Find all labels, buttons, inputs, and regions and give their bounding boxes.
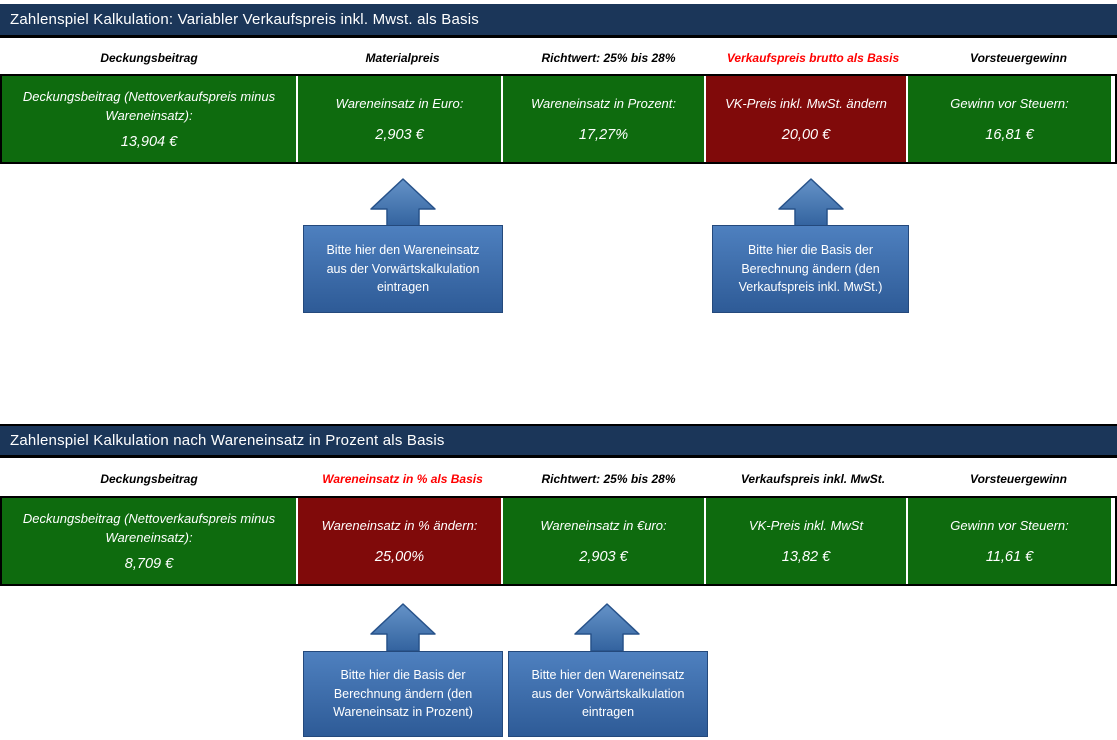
section2-cells-row: Deckungsbeitrag (Nettoverkaufspreis minu… [0, 496, 1117, 586]
cell-value: 20,00 € [781, 127, 831, 144]
callout-text: Bitte hier die Basis der Berechnung ände… [333, 667, 473, 720]
cell-label: Deckungsbeitrag (Nettoverkaufspreis minu… [22, 511, 276, 546]
cell-label: Deckungsbeitrag (Nettoverkaufspreis minu… [22, 89, 276, 124]
input-cell-vk-preis-brutto[interactable]: VK-Preis inkl. MwSt. ändern 20,00 € [706, 76, 906, 162]
callout-box-basis-hint: Bitte hier die Basis der Berechnung ände… [303, 651, 503, 737]
callout-text: Bitte hier den Wareneinsatz aus der Vorw… [326, 242, 480, 295]
up-arrow-icon [574, 603, 640, 651]
column-header-deckungsbeitrag: Deckungsbeitrag [100, 51, 198, 65]
cell-value: 13,904 € [120, 133, 178, 150]
cell-label: Gewinn vor Steuern: [950, 95, 1069, 111]
cell-value: 25,00% [374, 549, 425, 566]
value-cell-wareneinsatz-prozent: Wareneinsatz in Prozent: 17,27% [503, 76, 704, 162]
section1-cells-row: Deckungsbeitrag (Nettoverkaufspreis minu… [0, 74, 1117, 164]
value-cell-deckungsbeitrag: Deckungsbeitrag (Nettoverkaufspreis minu… [2, 76, 296, 162]
up-arrow-icon [370, 603, 436, 651]
input-cell-wareneinsatz-prozent[interactable]: Wareneinsatz in % ändern: 25,00% [298, 498, 501, 584]
cell-label: Gewinn vor Steuern: [950, 517, 1069, 533]
value-cell-wareneinsatz-euro: Wareneinsatz in €uro: 2,903 € [503, 498, 704, 584]
callout-text: Bitte hier den Wareneinsatz aus der Vorw… [531, 667, 685, 720]
column-header-deckungsbeitrag: Deckungsbeitrag [100, 472, 198, 486]
cell-value: 16,81 € [985, 127, 1034, 144]
cell-label: Wareneinsatz in Prozent: [531, 95, 676, 111]
cell-value: 13,82 € [781, 549, 831, 566]
value-cell-gewinn-vor-steuern: Gewinn vor Steuern: 16,81 € [908, 76, 1111, 162]
value-cell-vk-preis: VK-Preis inkl. MwSt 13,82 € [706, 498, 906, 584]
column-header-verkaufspreis-brutto-basis: Verkaufspreis brutto als Basis [726, 51, 900, 65]
column-header-richtwert: Richtwert: 25% bis 28% [541, 472, 676, 486]
cell-label: Wareneinsatz in % ändern: [321, 517, 478, 533]
cell-value: 8,709 € [124, 555, 174, 572]
callout-text: Bitte hier die Basis der Berechnung ände… [738, 242, 883, 295]
up-arrow-icon [370, 178, 436, 226]
callout-box-wareneinsatz-hint: Bitte hier den Wareneinsatz aus der Vorw… [508, 651, 708, 737]
cell-label: Wareneinsatz in Euro: [335, 95, 464, 111]
cell-label: VK-Preis inkl. MwSt. ändern [725, 95, 887, 111]
cell-value: 11,61 € [985, 549, 1034, 566]
column-header-verkaufspreis-mwst: Verkaufspreis inkl. MwSt. [740, 472, 886, 486]
section2-title: Zahlenspiel Kalkulation nach Wareneinsat… [10, 432, 445, 449]
section1-title-bar: Zahlenspiel Kalkulation: Variabler Verka… [0, 4, 1117, 38]
section2-header-row: Deckungsbeitrag Wareneinsatz in % als Ba… [0, 463, 1117, 495]
value-cell-deckungsbeitrag: Deckungsbeitrag (Nettoverkaufspreis minu… [2, 498, 296, 584]
section1-header-row: Deckungsbeitrag Materialpreis Richtwert:… [0, 42, 1117, 74]
callout-box-wareneinsatz-hint: Bitte hier den Wareneinsatz aus der Vorw… [303, 225, 503, 313]
cell-label: VK-Preis inkl. MwSt [748, 517, 864, 533]
cell-value: 2,903 € [375, 127, 424, 144]
column-header-vorsteuergewinn: Vorsteuergewinn [970, 472, 1067, 486]
column-header-materialpreis: Materialpreis [365, 51, 440, 65]
section1-title: Zahlenspiel Kalkulation: Variabler Verka… [10, 11, 479, 28]
column-header-richtwert: Richtwert: 25% bis 28% [541, 51, 676, 65]
cell-value: 17,27% [578, 127, 629, 144]
column-header-vorsteuergewinn: Vorsteuergewinn [970, 51, 1067, 65]
column-header-wareneinsatz-basis: Wareneinsatz in % als Basis [322, 472, 483, 486]
value-cell-wareneinsatz-euro: Wareneinsatz in Euro: 2,903 € [298, 76, 501, 162]
callout-box-basis-hint: Bitte hier die Basis der Berechnung ände… [712, 225, 909, 313]
up-arrow-icon [778, 178, 844, 226]
section2-title-bar: Zahlenspiel Kalkulation nach Wareneinsat… [0, 424, 1117, 458]
cell-label: Wareneinsatz in €uro: [540, 517, 667, 533]
cell-value: 2,903 € [579, 549, 628, 566]
value-cell-gewinn-vor-steuern: Gewinn vor Steuern: 11,61 € [908, 498, 1111, 584]
